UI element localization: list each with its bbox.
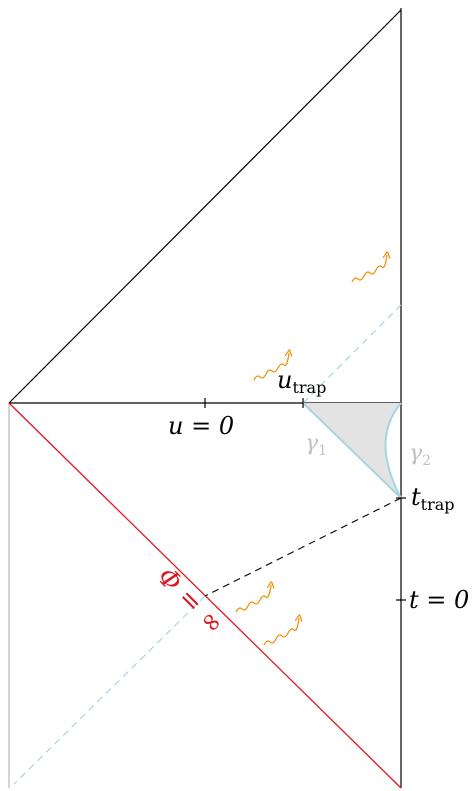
gamma1-curve [302,402,402,499]
wavy-arrow-icon [263,618,299,646]
gamma1-label: γ1 [305,431,327,459]
wavy-arrow-icon [235,585,271,613]
gamma2-label: γ2 [409,441,431,469]
wavy-arrow-icon [351,255,387,283]
u-zero-label: u = 0 [168,412,234,440]
gamma2-curve [384,402,402,499]
u-trap-label: utrap [277,366,326,397]
t-trap-label: ttrap [411,483,455,514]
upper-diagonal-line [8,9,402,404]
t-zero-label: t = 0 [409,586,469,614]
wavy-arrow-icon [253,353,289,381]
phi-infinity-label: Φ = ∞ [151,562,230,641]
light-ray-lower-dashed [13,595,206,785]
light-ray-black-dashed [204,497,402,597]
